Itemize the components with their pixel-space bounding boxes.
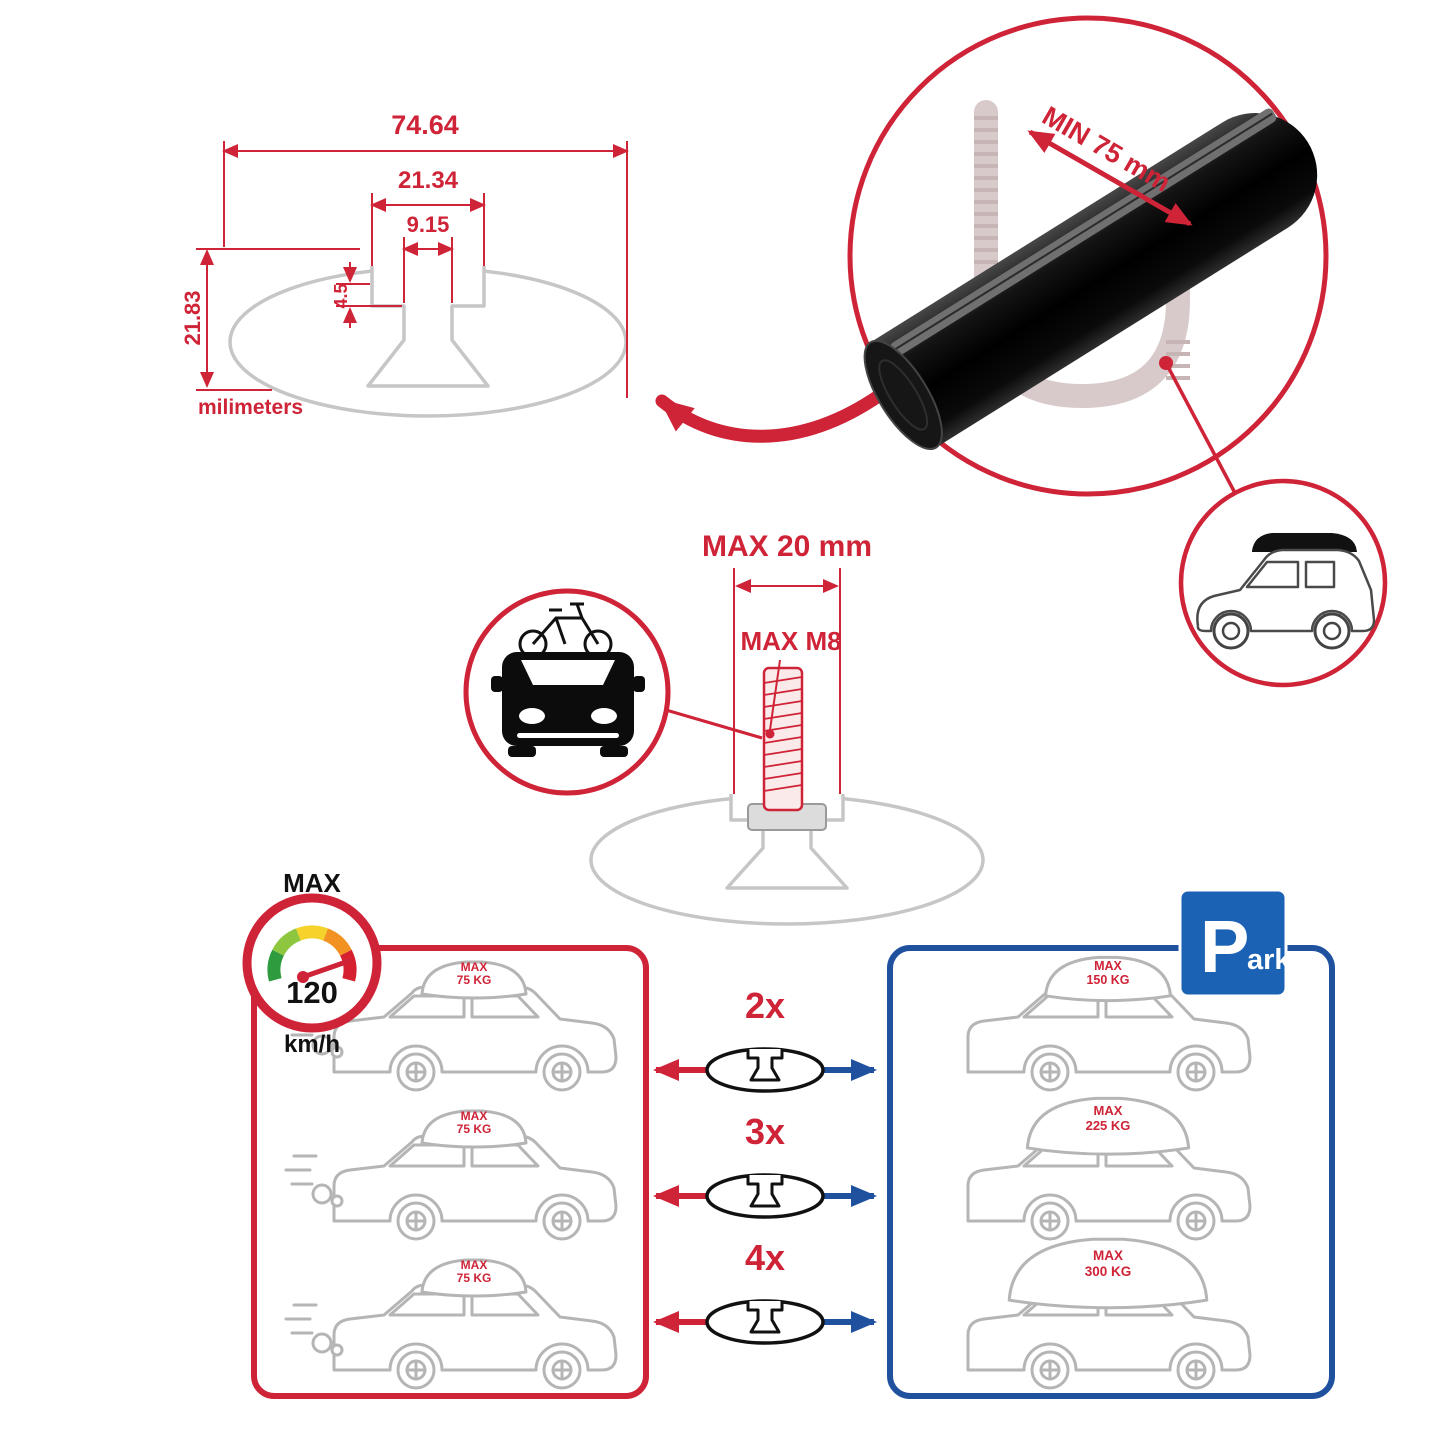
bolt-threads (763, 676, 803, 792)
suv-wheel-front-hub (1322, 621, 1342, 641)
park-sign-letter: P (1200, 905, 1249, 988)
front-car-mirror-right (633, 676, 645, 692)
thread-leader-dot (765, 729, 775, 739)
parked-cars: MAX 150 KG MAX 225 KG MAX 300 KG (966, 955, 1252, 1390)
dim-opening-label: 21.34 (398, 167, 459, 194)
bar-section-icon-1 (705, 1047, 825, 1093)
cross-section-diagram: 74.64 21.34 9.15 4.5 21.83 milimeters (180, 110, 629, 419)
gauge-arc (267, 925, 357, 982)
front-car-wheel-right (600, 746, 628, 757)
dim-neck-label: 9.15 (407, 212, 450, 237)
gauge-needle (300, 958, 352, 980)
speed-max-label: MAX (283, 868, 341, 898)
roofbox (1252, 533, 1357, 552)
front-car-headlight-right (591, 708, 617, 724)
crossbar-channel-groove (893, 112, 1273, 351)
bolt-dim-extensions (733, 568, 841, 798)
multiplier-2: 3x (745, 1111, 785, 1152)
driving-cars: MAX 75 KG MAX 75 KG MAX 75 KG (284, 960, 618, 1390)
speed-units: km/h (284, 1031, 340, 1058)
crossbar-detail: MIN 75 mm (847, 15, 1388, 688)
park-sign: P ark (1178, 888, 1291, 998)
front-car-mirror-left (491, 676, 503, 692)
crossbar-endcap (863, 339, 943, 451)
gauge-needle-hub (297, 971, 309, 983)
parked-cargo-1-weight: 150 KG (1086, 973, 1129, 987)
bar-section-icon-3 (705, 1299, 825, 1345)
front-car-bumper (517, 733, 619, 738)
roofbox-connector (1164, 362, 1237, 494)
park-sign-plate (1178, 888, 1288, 998)
gauge-circle (242, 893, 382, 1033)
bolt-detail: MAX 20 mm MAX M8 (463, 530, 985, 926)
driving-cargo-3-weight: 75 KG (457, 1271, 492, 1285)
driving-cargo-2-weight: 75 KG (457, 1122, 492, 1136)
bolt-max-length-label: MAX 20 mm (702, 530, 872, 563)
driving-cargo-3-max: MAX (461, 1258, 488, 1272)
front-car-headlight-left (519, 708, 545, 724)
speed-value: 120 (286, 975, 338, 1010)
min-grip-arrow (1027, 129, 1193, 227)
suv-wheel-rear (1212, 612, 1250, 650)
driving-cargo-1-weight: 75 KG (457, 973, 492, 987)
crossbar-endcap-inner (878, 359, 929, 431)
front-car-windshield (521, 660, 615, 685)
load-comparison: P ark MAX 75 KG MAX 75 KG MAX 75 KG MAX (242, 868, 1335, 1399)
thread-leader-line (769, 659, 781, 731)
crossbar-body (870, 113, 1318, 448)
suv-wheel-front (1313, 612, 1351, 650)
dim-extension-lines (196, 141, 628, 398)
dim-height-label: 21.83 (180, 290, 205, 345)
parked-cargo-2-weight: 225 KG (1086, 1118, 1131, 1133)
park-sign-rest: ark (1247, 944, 1291, 976)
driving-cargo-1-max: MAX (461, 960, 488, 974)
roofbox-car (1178, 478, 1388, 688)
bolt-max-thread-label: MAX M8 (740, 626, 841, 656)
front-car-detail (463, 588, 671, 796)
driving-cargo-2-max: MAX (461, 1109, 488, 1123)
parked-cargo-3-max: MAX (1093, 1248, 1123, 1263)
dim-width-label: 74.64 (391, 110, 459, 140)
parked-cargo-3-weight: 300 KG (1085, 1264, 1132, 1279)
bar-section-icon-2 (705, 1173, 825, 1219)
parked-cargo-2-max: MAX (1094, 1103, 1123, 1118)
multiplier-3: 4x (745, 1237, 785, 1278)
front-car-connector (665, 708, 763, 740)
suv-windows (1245, 560, 1336, 589)
detail-pointer-arrow (655, 388, 887, 443)
front-car-wheel-left (508, 746, 536, 757)
dim-lip-label: 4.5 (331, 283, 351, 308)
speed-limit-gauge: MAX 120 km/h (242, 868, 382, 1058)
units-label: milimeters (198, 396, 303, 419)
parked-cargo-1-max: MAX (1094, 959, 1122, 973)
u-bolt-threads (974, 116, 1190, 388)
multiplier-1: 2x (745, 985, 785, 1026)
suv-wheel-rear-hub (1221, 621, 1241, 641)
multiplier-column: 2x 3x 4x (653, 985, 877, 1345)
bike-icon (518, 602, 613, 659)
